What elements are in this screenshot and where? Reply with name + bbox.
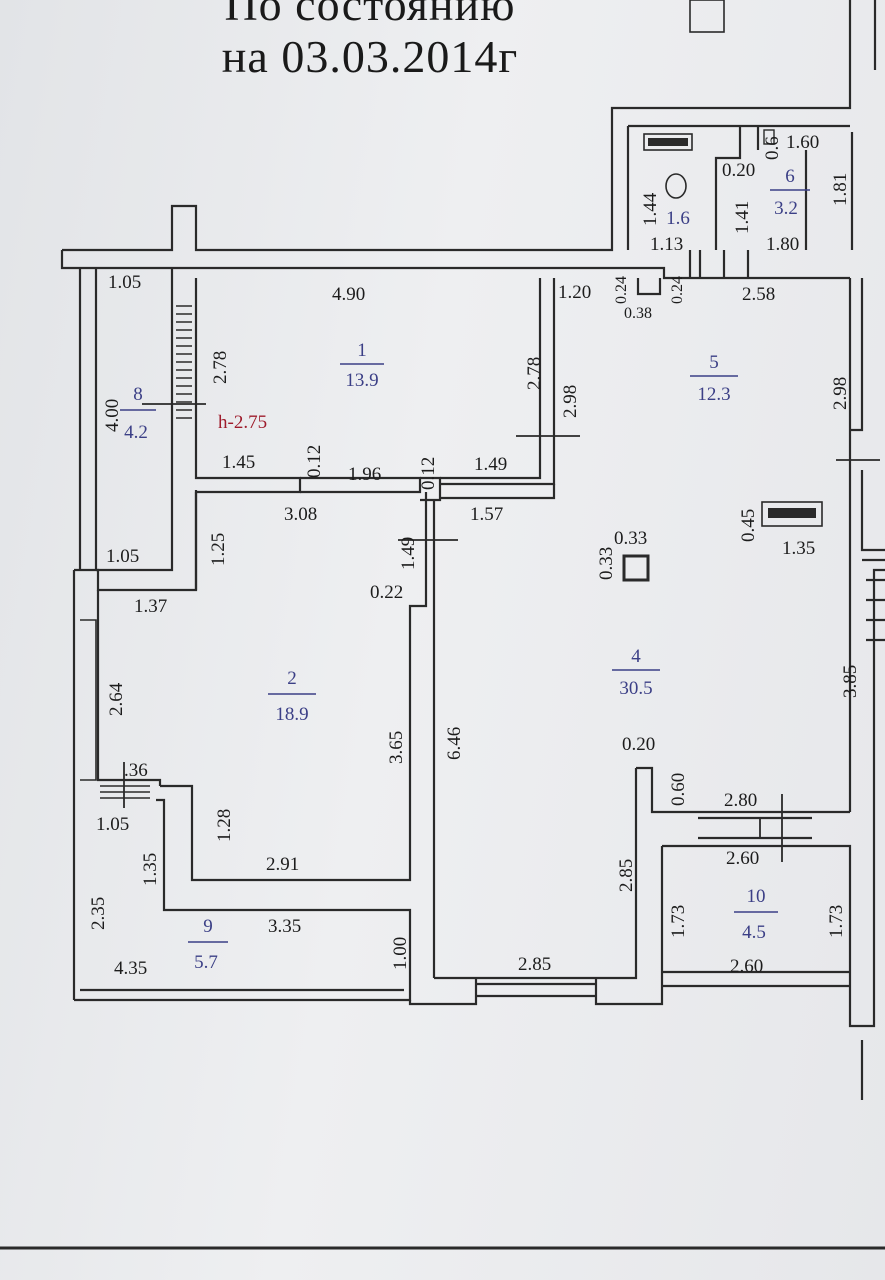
- ceiling-height-label: h-2.75: [218, 412, 267, 433]
- dim-label: 1.05: [106, 546, 139, 567]
- walls: [0, 0, 885, 1250]
- dim-label: 2.58: [742, 284, 775, 305]
- dim-label: 1.25: [208, 533, 229, 566]
- header-date-line: на 03.03.2014г: [221, 31, 519, 82]
- room-10-area: 4.5: [742, 922, 766, 943]
- dim-label: 1.80: [766, 234, 799, 255]
- dim-label: 1.35: [782, 538, 815, 559]
- room-8-number: 8: [133, 384, 143, 405]
- dim-label: 6.46: [444, 727, 465, 760]
- dim-label: 1.45: [222, 452, 255, 473]
- dim-label: 2.64: [106, 682, 127, 716]
- dim-label: 0.38: [624, 305, 652, 322]
- dim-label: 2.85: [616, 859, 637, 892]
- dim-label: 2.60: [730, 956, 763, 977]
- dim-label: 1.00: [390, 937, 411, 970]
- room-2-number: 2: [287, 668, 297, 689]
- dim-label: .36: [124, 760, 148, 781]
- dim-label: 0.45: [738, 509, 759, 542]
- dim-label: 1.81: [830, 173, 851, 206]
- dim-label: 3.65: [386, 731, 407, 764]
- dim-label: 2.98: [830, 377, 851, 410]
- dim-label: 0.22: [370, 582, 403, 603]
- dim-label: 1.13: [650, 234, 683, 255]
- dim-label: 4.35: [114, 958, 147, 979]
- room-1-area: 13.9: [345, 370, 378, 391]
- dim-label: 0.24: [613, 276, 630, 304]
- dim-label: 1.73: [668, 905, 689, 938]
- dim-label: 4.90: [332, 284, 365, 305]
- dim-label: 0.12: [418, 457, 439, 490]
- dim-label: 2.78: [524, 357, 545, 390]
- dim-label: 0.33: [596, 547, 617, 580]
- room-9-number: 9: [203, 916, 213, 937]
- dim-label: 1.60: [786, 132, 819, 153]
- dim-label: 3.35: [268, 916, 301, 937]
- room-2-area: 18.9: [275, 704, 308, 725]
- hatch-fills: [648, 138, 816, 518]
- dim-label: 0.24: [669, 276, 686, 304]
- room-10-number: 10: [747, 886, 766, 907]
- room-8-area: 4.2: [124, 422, 148, 443]
- dim-label: 0.12: [304, 445, 325, 478]
- room-labels: 1 13.9 2 18.9 4 30.5 5 12.3 6 3.2 1.6 8 …: [120, 166, 810, 973]
- dim-label: 0.33: [614, 528, 647, 549]
- room-6-number: 6: [785, 166, 795, 187]
- dim-label: 2.85: [518, 954, 551, 975]
- dim-label: 1.57: [470, 504, 503, 525]
- room-5-area: 12.3: [697, 384, 730, 405]
- dim-label: 2.35: [88, 897, 109, 930]
- room-1-number: 1: [357, 340, 367, 361]
- dim-label: 2.78: [210, 351, 231, 384]
- dim-label: 1.37: [134, 596, 167, 617]
- dimension-labels: 1.05 4.90 1.20 2.58 2.78 4.00 2.78 2.98 …: [88, 132, 861, 979]
- dim-label: 1.05: [96, 814, 129, 835]
- dim-label: 1.96: [348, 464, 381, 485]
- dim-label: 1.35: [140, 853, 161, 886]
- dim-label: 3.08: [284, 504, 317, 525]
- room-7-area: 1.6: [666, 208, 690, 229]
- dim-label: 1.20: [558, 282, 591, 303]
- room-6-area: 3.2: [774, 198, 798, 219]
- dim-label: 2.60: [726, 848, 759, 869]
- dim-label: 0.60: [668, 773, 689, 806]
- dim-label: 1.44: [640, 192, 661, 226]
- dim-label: 1.41: [732, 201, 753, 234]
- dim-label: 2.80: [724, 790, 757, 811]
- dim-label: 1.28: [214, 809, 235, 842]
- dim-label: 2.98: [560, 385, 581, 418]
- dim-label: 0.20: [622, 734, 655, 755]
- dim-label: 4.00: [102, 399, 123, 432]
- dim-label: 2.91: [266, 854, 299, 875]
- room-5-number: 5: [709, 352, 719, 373]
- dim-label: 1.05: [108, 272, 141, 293]
- header-status-line: По состоянию: [224, 0, 516, 30]
- room-9-area: 5.7: [194, 952, 218, 973]
- dim-label: 3.85: [840, 665, 861, 698]
- room-4-number: 4: [631, 646, 641, 667]
- dim-label: 0.6: [762, 136, 783, 160]
- dim-label: 1.49: [474, 454, 507, 475]
- dim-label: 1.49: [398, 537, 419, 570]
- room-4-area: 30.5: [619, 678, 652, 699]
- dim-label: 1.73: [826, 905, 847, 938]
- dim-label: 0.20: [722, 160, 755, 181]
